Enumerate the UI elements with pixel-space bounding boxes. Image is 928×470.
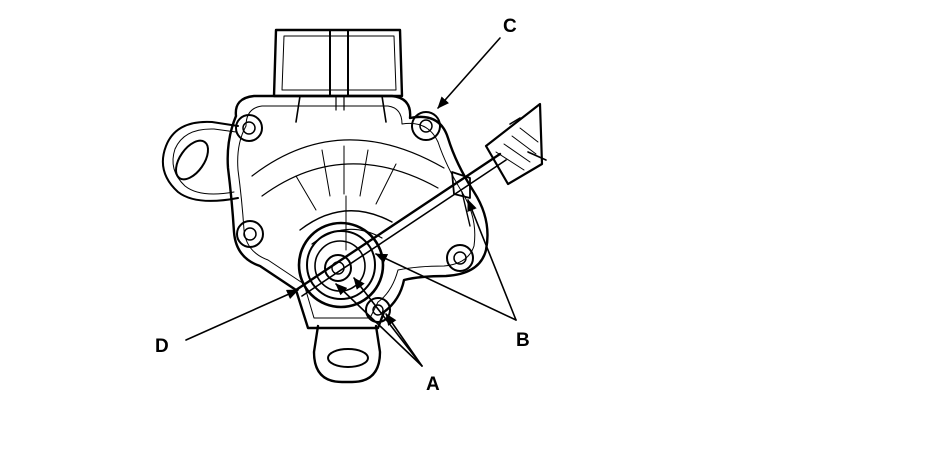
leader-lines-a xyxy=(335,277,423,367)
bolt-boss-mid-left xyxy=(236,220,264,248)
bolt-boss-top-left xyxy=(235,114,263,142)
alignment-pin-tool xyxy=(294,102,547,297)
bolt-boss-lower-right xyxy=(446,244,474,272)
detent-arc xyxy=(251,139,445,251)
bolt-boss-top-right xyxy=(411,111,441,141)
leader-line-d xyxy=(185,289,299,341)
shaft-assembly xyxy=(297,221,385,309)
left-mounting-ear xyxy=(162,120,239,202)
callout-c: C xyxy=(503,16,517,37)
leader-line-c xyxy=(437,37,501,109)
switch-housing xyxy=(226,94,489,330)
lower-mounting-tab xyxy=(312,324,382,384)
callout-a: A xyxy=(426,374,440,395)
connector-block xyxy=(272,28,404,123)
leader-lines-b xyxy=(375,199,517,321)
position-slot xyxy=(451,171,471,227)
lower-boss xyxy=(365,297,391,323)
callout-d: D xyxy=(155,336,169,357)
callout-b: B xyxy=(516,330,530,351)
